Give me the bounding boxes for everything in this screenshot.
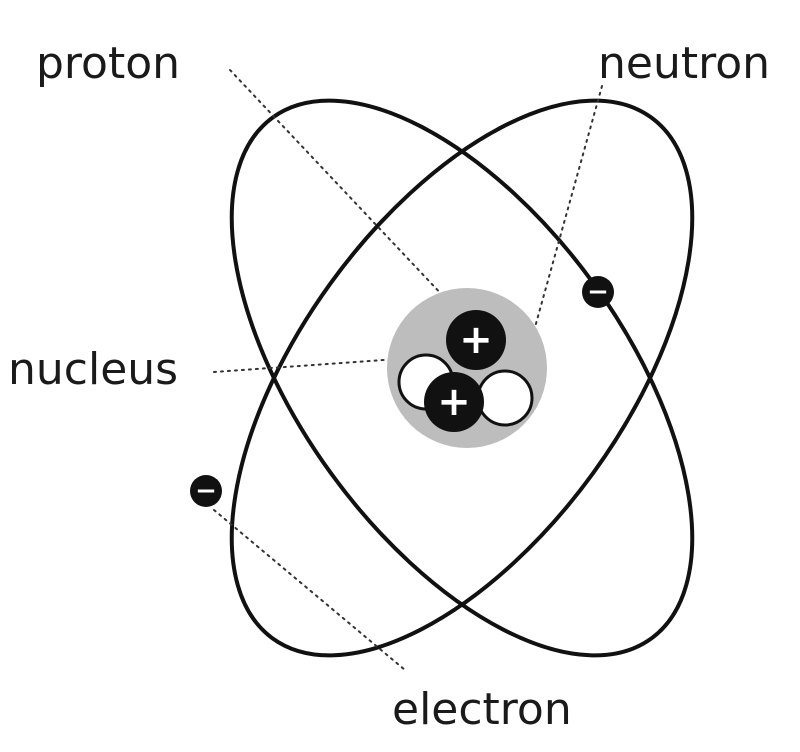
electron-right-body <box>582 276 614 308</box>
proton-label: proton <box>36 38 180 89</box>
electron-right-charge: − <box>587 277 609 307</box>
proton-top-charge: + <box>459 317 493 363</box>
electron-left-body <box>190 475 222 507</box>
nucleus-label: nucleus <box>8 344 178 395</box>
electron-right: − <box>582 276 614 308</box>
proton-bottom <box>424 372 484 432</box>
nucleus-leader-line <box>213 359 385 373</box>
proton-bottom-charge: + <box>437 379 471 425</box>
proton-leader-line <box>229 69 463 317</box>
electron-left-charge: − <box>195 476 217 506</box>
electron-left: − <box>190 475 222 507</box>
electron-label: electron <box>392 684 572 735</box>
neutron-label: neutron <box>598 38 770 89</box>
neutron-right <box>476 369 534 427</box>
orbit-right-tilt <box>229 98 695 658</box>
electron-leader-line <box>213 509 406 671</box>
proton-top <box>446 310 506 370</box>
nucleus: + + <box>387 288 547 448</box>
